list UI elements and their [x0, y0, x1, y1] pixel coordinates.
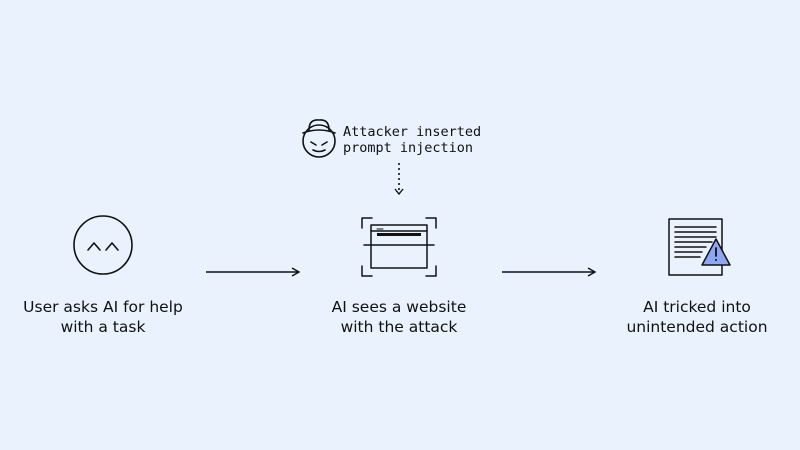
warning-document-icon — [668, 218, 731, 276]
step-action-label-line2: unintended action — [626, 318, 768, 336]
dotted-arrow — [394, 163, 404, 196]
step-website-label-line2: with the attack — [340, 318, 458, 336]
step-website-label: AI sees a website with the attack — [299, 297, 499, 337]
spy-hat-icon — [302, 119, 336, 158]
step-action-label: AI tricked into unintended action — [597, 297, 797, 337]
attacker-label-line1: Attacker inserted — [343, 124, 482, 140]
step-user-label-line2: with a task — [60, 318, 146, 336]
step-action-label-line1: AI tricked into — [643, 298, 751, 316]
smiley-face-icon — [73, 215, 133, 275]
attacker-label: Attacker inserted prompt injection — [343, 124, 481, 156]
attacker-label-line2: prompt injection — [343, 140, 474, 156]
step-user-label: User asks AI for help with a task — [3, 297, 203, 337]
website-scan-icon — [361, 217, 437, 277]
step-user-label-line1: User asks AI for help — [23, 298, 183, 316]
step-website-label-line1: AI sees a website — [331, 298, 467, 316]
